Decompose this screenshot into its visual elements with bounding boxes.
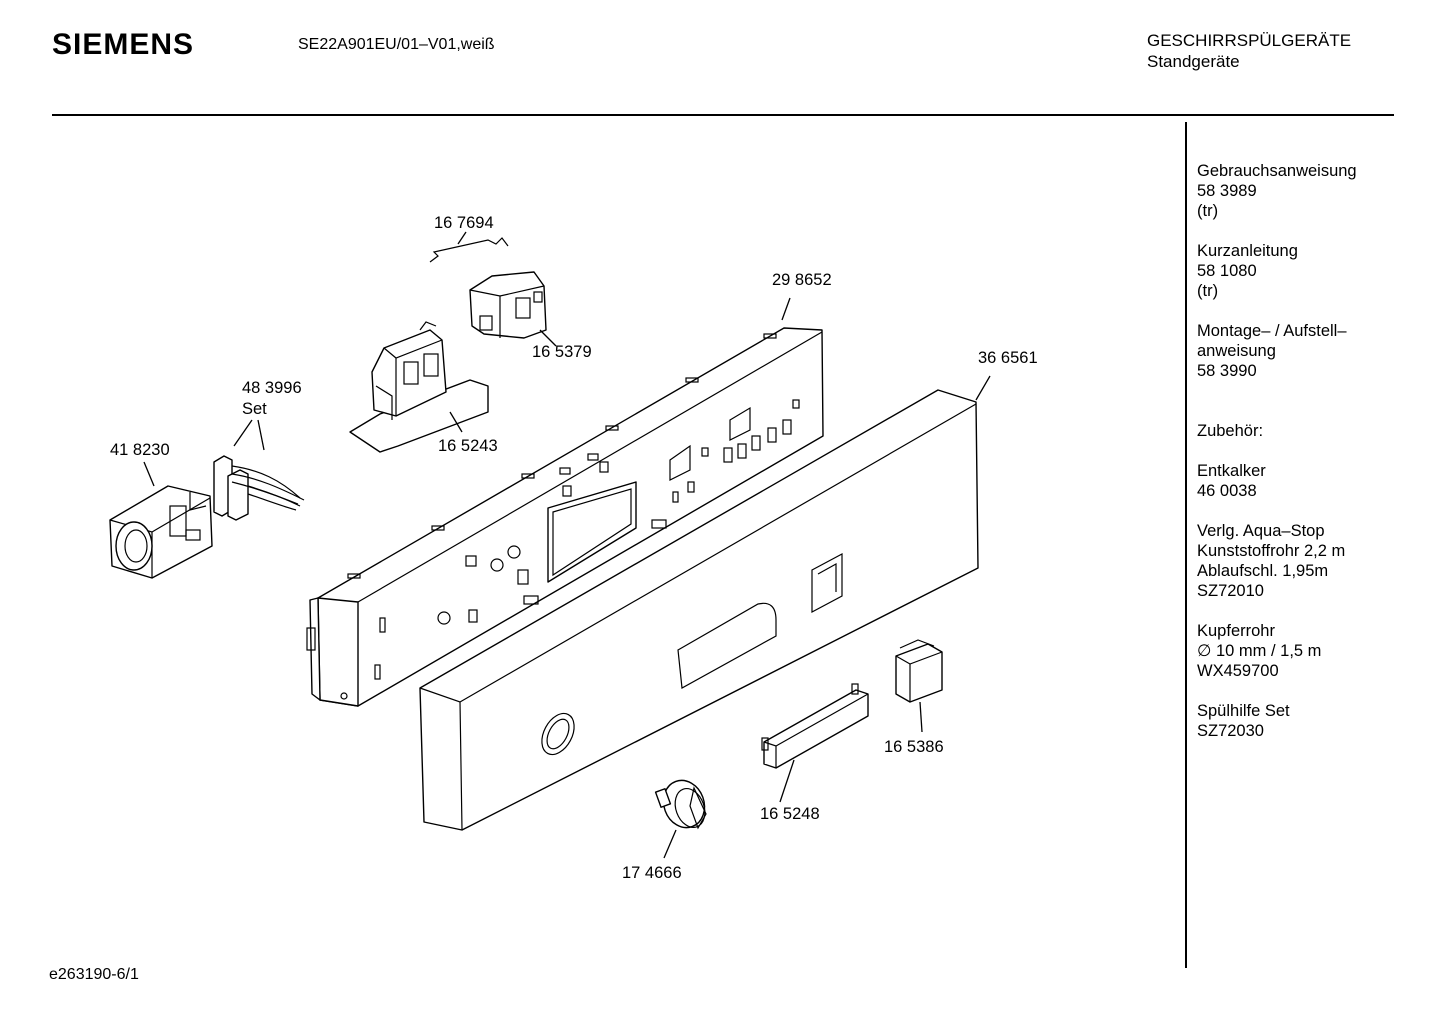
doc-group-user-manual: Gebrauchsanweisung 58 3989 (tr) — [1197, 161, 1397, 221]
part-label-165386: 16 5386 — [884, 738, 944, 756]
part-label-174666: 17 4666 — [622, 864, 682, 882]
doc-line: Entkalker — [1197, 462, 1266, 480]
leader-line — [539, 329, 557, 347]
doc-line: ∅ 10 mm / 1,5 m — [1197, 642, 1322, 660]
leader-line — [457, 231, 467, 245]
doc-line: (tr) — [1197, 282, 1219, 300]
doc-line: WX459700 — [1197, 662, 1279, 680]
doc-line: anweisung — [1197, 342, 1276, 360]
accessory-rinse-aid-set: Spülhilfe Set SZ72030 — [1197, 701, 1397, 741]
category-title: GESCHIRRSPÜLGERÄTE — [1147, 31, 1352, 50]
drawing-code: e263190-6/1 — [49, 966, 139, 983]
switch-module — [469, 271, 547, 339]
accessories-heading: Zubehör: — [1197, 421, 1397, 441]
doc-line: 58 3990 — [1197, 362, 1257, 380]
part-label-165379: 16 5379 — [532, 343, 592, 361]
doc-line: 46 0038 — [1197, 482, 1257, 500]
display-bracket — [349, 321, 489, 453]
part-label-167694: 16 7694 — [434, 214, 494, 232]
leader-line — [257, 419, 265, 451]
program-timer-module — [109, 485, 213, 579]
sidebar-divider — [1185, 122, 1187, 968]
doc-line: (tr) — [1197, 202, 1219, 220]
leader-line — [919, 701, 923, 733]
model-number: SE22A901EU/01–V01,weiß — [298, 36, 495, 53]
doc-line: Kupferrohr — [1197, 622, 1275, 640]
doc-line: Kunststoffrohr 2,2 m — [1197, 542, 1346, 560]
doc-line: Ablaufschl. 1,95m — [1197, 562, 1329, 580]
part-label-165248: 16 5248 — [760, 805, 820, 823]
doc-line: Kurzanleitung — [1197, 242, 1298, 260]
doc-line: Zubehör: — [1197, 422, 1264, 440]
doc-line: Montage– / Aufstell– — [1197, 322, 1347, 340]
doc-line: 58 3989 — [1197, 182, 1257, 200]
part-label-298652: 29 8652 — [772, 271, 832, 289]
doc-line: SZ72010 — [1197, 582, 1264, 600]
doc-line: Gebrauchsanweisung — [1197, 162, 1357, 180]
leader-line — [233, 419, 253, 447]
control-panel-frame — [306, 327, 824, 707]
leader-line — [449, 411, 463, 433]
accessory-descaler: Entkalker 46 0038 — [1197, 461, 1397, 501]
part-label-165243: 16 5243 — [438, 437, 498, 455]
exploded-view-drawing: 16 7694 29 8652 16 5379 36 6561 48 3996 … — [109, 214, 1038, 882]
doc-line: SZ72030 — [1197, 722, 1264, 740]
front-facia-panel — [419, 389, 979, 831]
header-divider — [52, 114, 1394, 116]
connector-wire-set — [213, 455, 305, 521]
subcategory-title: Standgeräte — [1147, 52, 1240, 71]
leader-line — [781, 297, 791, 321]
brand-logo: SIEMENS — [52, 28, 195, 61]
accessory-copper-pipe: Kupferrohr ∅ 10 mm / 1,5 m WX459700 — [1197, 621, 1397, 681]
leader-line — [143, 461, 155, 487]
doc-group-installation: Montage– / Aufstell– anweisung 58 3990 — [1197, 321, 1397, 381]
doc-line: 58 1080 — [1197, 262, 1257, 280]
part-label-483996: 48 3996 — [242, 379, 302, 397]
sidebar-documents: Gebrauchsanweisung 58 3989 (tr) Kurzanle… — [1197, 161, 1397, 761]
doc-group-quick-guide: Kurzanleitung 58 1080 (tr) — [1197, 241, 1397, 301]
spring-clip — [429, 237, 509, 263]
accessory-aqua-stop: Verlg. Aqua–Stop Kunststoffrohr 2,2 m Ab… — [1197, 521, 1397, 601]
cover-strip — [761, 683, 869, 769]
leader-line — [975, 375, 991, 401]
leader-line — [779, 759, 795, 803]
part-label-483996-set: Set — [242, 400, 267, 418]
button-cap — [895, 639, 943, 703]
doc-line: Spülhilfe Set — [1197, 702, 1290, 720]
part-label-366561: 36 6561 — [978, 349, 1038, 367]
leader-line — [663, 829, 677, 859]
doc-line: Verlg. Aqua–Stop — [1197, 522, 1325, 540]
part-label-418230: 41 8230 — [110, 441, 170, 459]
selector-knob — [654, 779, 707, 830]
